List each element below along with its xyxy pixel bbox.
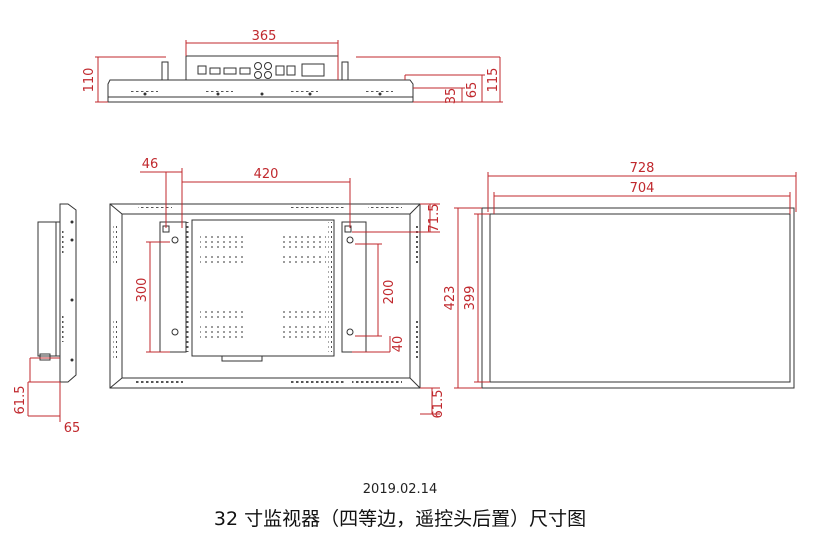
dim-top-35: 35 (444, 88, 459, 105)
side-view-dimension-lines (27, 357, 61, 422)
rear-view-inner-frame (121, 213, 411, 379)
drawing-date: 2019.02.14 (362, 482, 438, 497)
dim-side-61-5: 61.5 (13, 386, 28, 415)
dim-front-300: 300 (135, 278, 150, 303)
screen-view-outer (481, 207, 795, 389)
dim-outer-width: 728 (630, 161, 655, 176)
dim-front-61-5: 61.5 (431, 390, 446, 419)
rear-view-right-bracket (341, 221, 367, 353)
dim-front-200: 200 (382, 280, 397, 305)
rear-view-outer-frame (109, 203, 421, 389)
rear-view-chassis (191, 219, 335, 357)
rear-view-left-bracket (159, 221, 187, 353)
dim-side-65: 65 (64, 421, 81, 436)
dim-outer-height: 423 (443, 286, 458, 311)
screen-view (481, 207, 795, 389)
rear-view (109, 203, 421, 389)
rear-view-connector-strip (221, 355, 263, 362)
drawing-title: 32 寸监视器（四等边，遥控头后置）尺寸图 (213, 508, 587, 530)
top-view (107, 55, 414, 103)
dim-top-width: 365 (252, 29, 277, 44)
dim-front-420: 420 (254, 167, 279, 182)
screen-view-dimension-lines (454, 172, 797, 389)
top-view-dimension-lines (95, 40, 503, 103)
dim-front-71-5: 71.5 (427, 204, 442, 233)
dim-inner-height: 399 (463, 286, 478, 311)
dim-front-40: 40 (391, 336, 406, 353)
dim-top-65: 65 (465, 82, 480, 99)
side-view-back (37, 221, 61, 357)
screen-view-inner (489, 213, 791, 383)
dim-top-left-height: 110 (82, 68, 97, 93)
side-view (37, 203, 77, 383)
rear-view-dimension-lines (140, 168, 440, 415)
dim-front-46: 46 (142, 157, 159, 172)
dim-top-right-height: 115 (486, 68, 501, 93)
dim-inner-width: 704 (630, 181, 655, 196)
